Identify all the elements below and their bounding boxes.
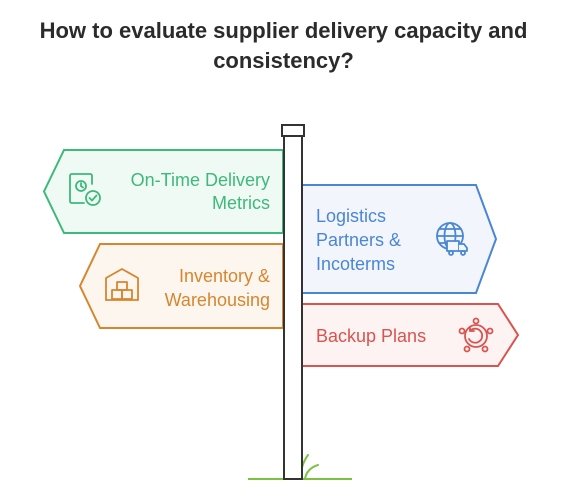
- network-cycle-icon: [458, 317, 494, 353]
- sign-on-time-delivery-label-line-1: On-Time Delivery: [131, 170, 270, 190]
- sign-logistics-label-line-3: Incoterms: [316, 254, 395, 274]
- sign-inventory-label-line-1: Inventory &: [179, 266, 270, 286]
- signpost-pole: [281, 124, 305, 480]
- sign-logistics-label-line-2: Partners &: [316, 230, 401, 250]
- title-line-2: consistency?: [213, 48, 354, 73]
- sign-backup-plans-label: Backup Plans: [316, 326, 426, 346]
- title-line-1: How to evaluate supplier delivery capaci…: [39, 18, 528, 43]
- clock-check-icon: [69, 173, 101, 206]
- sign-on-time-delivery: On-Time Delivery Metrics: [42, 149, 284, 234]
- sign-backup-plans: Backup Plans: [301, 303, 520, 367]
- sign-logistics-label-line-1: Logistics: [316, 206, 386, 226]
- sign-inventory: Inventory & Warehousing: [78, 243, 284, 329]
- globe-truck-icon: [436, 222, 468, 256]
- sign-logistics: Logistics Partners & Incoterms: [301, 184, 498, 294]
- warehouse-icon: [105, 268, 139, 301]
- sign-on-time-delivery-label-line-2: Metrics: [212, 193, 270, 213]
- diagram-title: How to evaluate supplier delivery capaci…: [0, 16, 567, 76]
- sign-inventory-label-line-2: Warehousing: [165, 290, 270, 310]
